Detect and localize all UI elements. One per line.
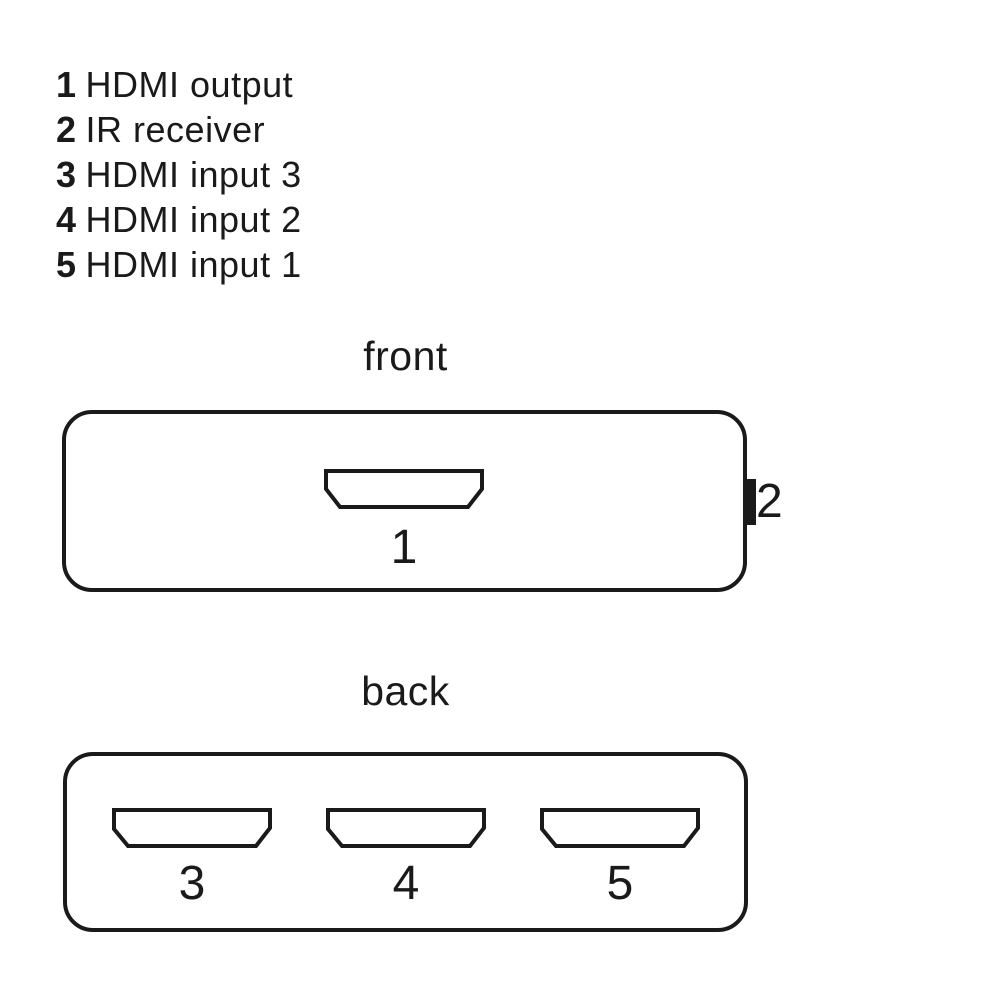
front-port-number: 1	[390, 521, 418, 574]
legend: 1 HDMI output 2 IR receiver 3 HDMI input…	[56, 62, 302, 287]
hdmi-port-icon	[112, 808, 272, 848]
back-view-title: back	[361, 668, 450, 714]
legend-item-number: 4	[56, 199, 77, 240]
legend-item-number: 5	[56, 244, 77, 285]
legend-item: 5 HDMI input 1	[56, 242, 302, 287]
ir-receiver-number: 2	[756, 475, 783, 528]
back-port-number: 5	[606, 857, 634, 910]
hdmi-port-icon	[540, 808, 700, 848]
legend-item: 3 HDMI input 3	[56, 152, 302, 197]
legend-item: 1 HDMI output	[56, 62, 302, 107]
legend-item: 2 IR receiver	[56, 107, 302, 152]
hdmi-port-icon	[324, 469, 484, 509]
back-port-number: 3	[178, 857, 206, 910]
legend-item-number: 3	[56, 154, 77, 195]
back-port-number: 4	[392, 857, 420, 910]
legend-item: 4 HDMI input 2	[56, 197, 302, 242]
front-view-title: front	[363, 333, 448, 379]
legend-item-label: IR receiver	[85, 109, 266, 150]
legend-item-label: HDMI output	[85, 64, 294, 105]
legend-item-label: HDMI input 2	[85, 199, 302, 240]
legend-item-label: HDMI input 3	[85, 154, 302, 195]
legend-item-label: HDMI input 1	[85, 244, 302, 285]
legend-item-number: 2	[56, 109, 77, 150]
hdmi-port-icon	[326, 808, 486, 848]
ir-receiver-icon	[744, 479, 756, 525]
legend-item-number: 1	[56, 64, 77, 105]
